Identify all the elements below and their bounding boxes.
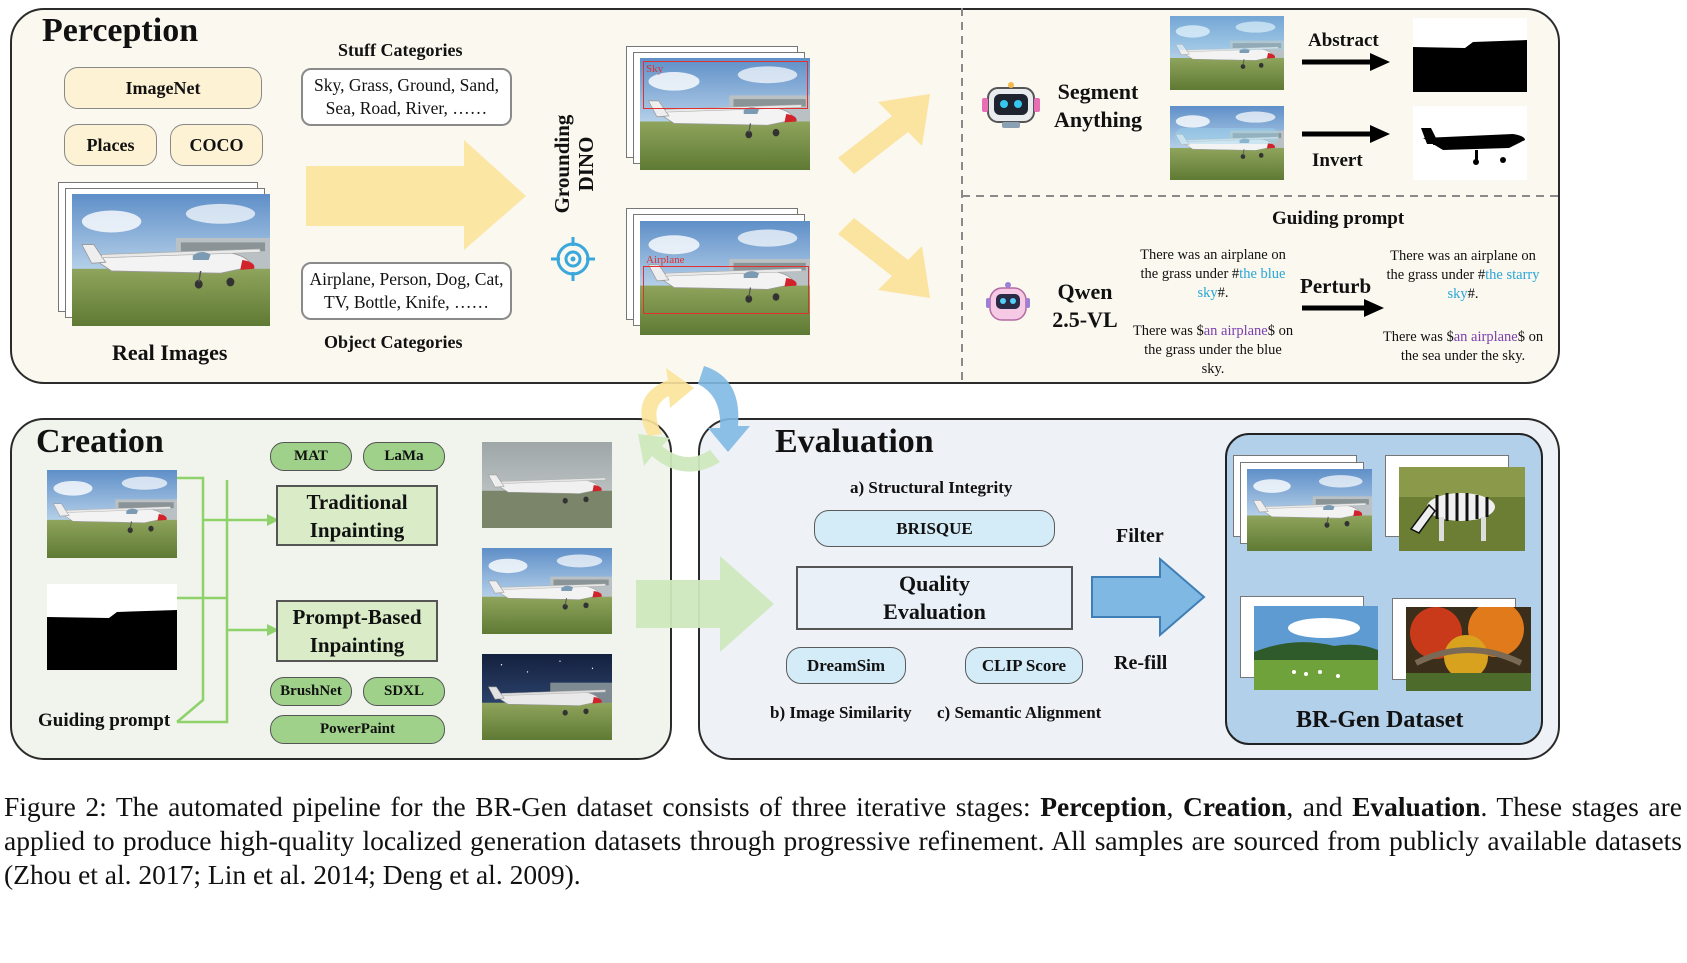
perturb-label: Perturb bbox=[1300, 274, 1372, 298]
method-brushnet: BrushNet bbox=[270, 677, 352, 706]
sky-mask-tint bbox=[1170, 16, 1284, 50]
original-prompt-object: There was $an airplane$ on the grass und… bbox=[1132, 322, 1294, 379]
prompt-text: There was $ bbox=[1132, 323, 1204, 339]
method-powerpaint: PowerPaint bbox=[270, 715, 445, 744]
prompt-text: $ on the sea under the sky. bbox=[1400, 329, 1544, 364]
to-qwen-arrow bbox=[838, 218, 930, 298]
method-mat: MAT bbox=[270, 442, 352, 471]
brisque-pill: BRISQUE bbox=[814, 510, 1055, 547]
prompt-highlight: an airplane bbox=[1203, 323, 1268, 339]
caption-bold-creation: Creation bbox=[1182, 791, 1287, 822]
prompt-text: #. bbox=[1217, 285, 1229, 301]
invert-arrow bbox=[1302, 125, 1390, 143]
prompt-highlight: an airplane bbox=[1453, 329, 1518, 345]
sky-bounding-box bbox=[643, 61, 808, 109]
creation-input-image bbox=[47, 470, 177, 558]
figure-caption: Figure 2: The automated pipeline for the… bbox=[4, 790, 1682, 892]
br-gen-dataset-label: BR-Gen Dataset bbox=[1296, 707, 1464, 733]
source-places: Places bbox=[64, 124, 157, 166]
caption-rest: . These stages are applied to produce hi… bbox=[4, 791, 1682, 890]
airplane-mask-tint bbox=[1175, 128, 1279, 144]
prompt-highlight: the blue sky bbox=[1197, 266, 1286, 301]
generated-image-3 bbox=[482, 654, 612, 740]
caption-lead: Figure 2: The automated pipeline for the… bbox=[4, 791, 1041, 822]
robot-icon bbox=[982, 82, 1040, 128]
prompt-highlight: the starry sky bbox=[1447, 267, 1540, 302]
caption-separator: , and bbox=[1286, 791, 1353, 822]
method-sdxl: SDXL bbox=[363, 677, 445, 706]
target-icon bbox=[551, 237, 595, 281]
semantic-alignment-label: c) Semantic Alignment bbox=[937, 703, 1102, 722]
creation-title: Creation bbox=[36, 423, 164, 460]
source-imagenet: ImageNet bbox=[64, 67, 262, 109]
guiding-prompt-title: Guiding prompt bbox=[1272, 208, 1405, 229]
perception-dividers bbox=[961, 8, 1562, 384]
quality-evaluation-label: Quality Evaluation bbox=[883, 571, 986, 624]
perturbed-prompt-object: There was $an airplane$ on the sea under… bbox=[1382, 328, 1544, 366]
segment-anything-label: Segment Anything bbox=[1053, 79, 1143, 132]
to-segment-arrow bbox=[838, 94, 930, 174]
filter-arrow bbox=[1091, 557, 1206, 637]
prompt-text: #. bbox=[1467, 286, 1479, 302]
perception-input-arrow bbox=[306, 140, 526, 250]
creation-mask-image bbox=[47, 584, 177, 670]
dreamsim-pill: DreamSim bbox=[786, 647, 906, 684]
creation-guiding-prompt: Guiding prompt bbox=[38, 710, 171, 731]
structural-integrity-label: a) Structural Integrity bbox=[850, 478, 1013, 497]
prompt-text: $ on the grass under the blue sky. bbox=[1144, 323, 1294, 377]
object-categories-box: Airplane, Person, Dog, Cat, TV, Bottle, … bbox=[301, 262, 512, 320]
abstract-arrow bbox=[1302, 53, 1390, 71]
evaluation-title: Evaluation bbox=[775, 423, 934, 460]
caption-separator: , bbox=[1166, 791, 1183, 822]
creation-to-evaluation-arrow bbox=[636, 556, 774, 652]
prompt-based-inpainting-box: Prompt-Based Inpainting bbox=[276, 600, 438, 662]
image-similarity-label: b) Image Similarity bbox=[770, 703, 912, 722]
traditional-inpainting-box: Traditional Inpainting bbox=[276, 485, 438, 546]
generated-image-1 bbox=[482, 442, 612, 528]
filter-label: Filter bbox=[1116, 525, 1164, 547]
refill-label: Re-fill bbox=[1114, 652, 1168, 674]
perturb-arrow bbox=[1302, 299, 1384, 317]
generated-image-2 bbox=[482, 548, 612, 634]
object-categories-title: Object Categories bbox=[324, 332, 463, 352]
real-images-label: Real Images bbox=[112, 340, 228, 365]
prompt-text: There was an airplane on the grass under… bbox=[1140, 247, 1286, 282]
airplane-mask-image bbox=[1413, 106, 1527, 180]
original-prompt-background: There was an airplane on the grass under… bbox=[1134, 246, 1292, 303]
dataset-autumn-image bbox=[1406, 607, 1531, 691]
stuff-categories-box: Sky, Grass, Ground, Sand, Sea, Road, Riv… bbox=[301, 68, 512, 126]
creation-connectors bbox=[176, 476, 279, 724]
stuff-categories-title: Stuff Categories bbox=[338, 40, 463, 60]
qwen-robot-icon bbox=[986, 282, 1030, 321]
qwen-label: Qwen 2.5-VL bbox=[1052, 279, 1118, 332]
caption-bold-evaluation: Evaluation bbox=[1352, 791, 1481, 822]
sky-mask-image bbox=[1413, 18, 1527, 92]
grounding-dino-label: Grounding DINO bbox=[550, 114, 598, 214]
airplane-bounding-box bbox=[643, 266, 809, 314]
prompt-text: There was $ bbox=[1382, 329, 1454, 345]
quality-evaluation-box: Quality Evaluation bbox=[796, 566, 1073, 630]
clip-score-pill: CLIP Score bbox=[965, 647, 1083, 684]
method-lama: LaMa bbox=[363, 442, 445, 471]
iterative-cycle-icon bbox=[638, 366, 750, 472]
abstract-label: Abstract bbox=[1308, 30, 1379, 51]
dataset-zebra-image bbox=[1399, 467, 1525, 551]
perturbed-prompt-background: There was an airplane on the grass under… bbox=[1384, 247, 1542, 304]
real-image-airplane bbox=[72, 194, 270, 326]
airplane-box-label: Airplane bbox=[646, 254, 685, 266]
invert-label: Invert bbox=[1312, 150, 1363, 171]
caption-bold-perception: Perception bbox=[1040, 791, 1167, 822]
perception-title: Perception bbox=[42, 12, 199, 49]
source-coco: COCO bbox=[170, 124, 263, 166]
sky-box-label: Sky bbox=[646, 63, 664, 75]
dataset-airplane-image bbox=[1247, 469, 1372, 551]
dataset-field-image bbox=[1254, 606, 1378, 690]
prompt-text: There was an airplane on the grass under… bbox=[1386, 248, 1536, 283]
